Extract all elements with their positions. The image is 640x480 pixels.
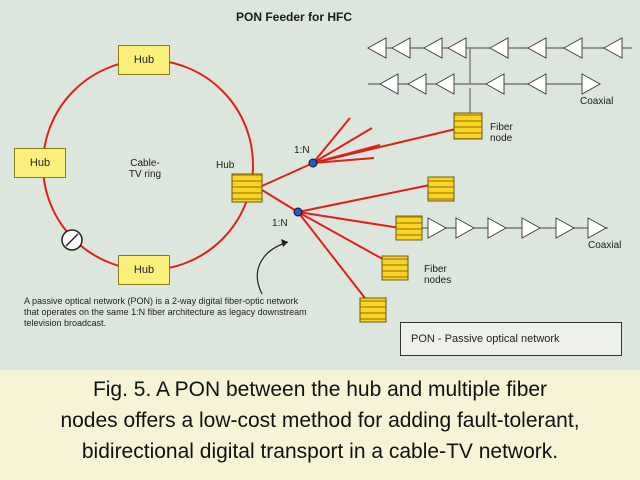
annotation-arrow [256, 241, 289, 295]
fiber-node-icons [231, 112, 483, 323]
arrowhead-icon [281, 239, 288, 247]
figure-caption: Fig. 5. A PON between the hub and multip… [0, 370, 640, 480]
central-hub-node [231, 173, 263, 203]
pon-note: A passive optical network (PON) is a 2-w… [24, 296, 307, 328]
splitter-lower [293, 207, 303, 217]
diagram-graphics [42, 37, 632, 323]
coaxial-label-lower: Coaxial [588, 240, 622, 251]
caption-line-2: nodes offers a low-cost method for addin… [60, 409, 580, 432]
hub-top: Hub [118, 45, 170, 75]
amplifier-row-2 [378, 73, 602, 95]
fiber-node-c [381, 255, 409, 281]
diagram-title: PON Feeder for HFC [236, 10, 353, 24]
fiber-node-label: Fiber node [490, 122, 513, 144]
coaxial-label-upper: Coaxial [580, 96, 614, 107]
fiber-node-a [427, 176, 455, 202]
splitter-upper [308, 158, 318, 168]
hub-label: Hub [216, 160, 235, 171]
fiber-node-upper [453, 112, 483, 140]
gauge-icon [61, 229, 83, 251]
caption-line-3: bidirectional digital transport in a cab… [81, 440, 559, 463]
fiber-node-b [395, 215, 423, 241]
fiber-node-d [359, 297, 387, 323]
fiber-nodes-label: Fiber nodes [424, 264, 452, 286]
amplifier-row-1 [366, 37, 623, 59]
hub-bottom: Hub [118, 255, 170, 285]
amplifier-row-3 [427, 217, 608, 239]
pon-diagram: PON Feeder for HFC Hub Hub Hub Cable-TV … [0, 0, 640, 370]
fiber-links [261, 117, 461, 303]
hub-left: Hub [14, 148, 66, 178]
legend-box: PON - Passive optical network [400, 322, 622, 356]
ring-label: Cable-TV ring [128, 158, 162, 180]
splitter-label-lower: 1:N [272, 218, 288, 229]
splitter-label-upper: 1:N [294, 145, 310, 156]
caption-line-1: Fig. 5. A PON between the hub and multip… [92, 378, 548, 401]
